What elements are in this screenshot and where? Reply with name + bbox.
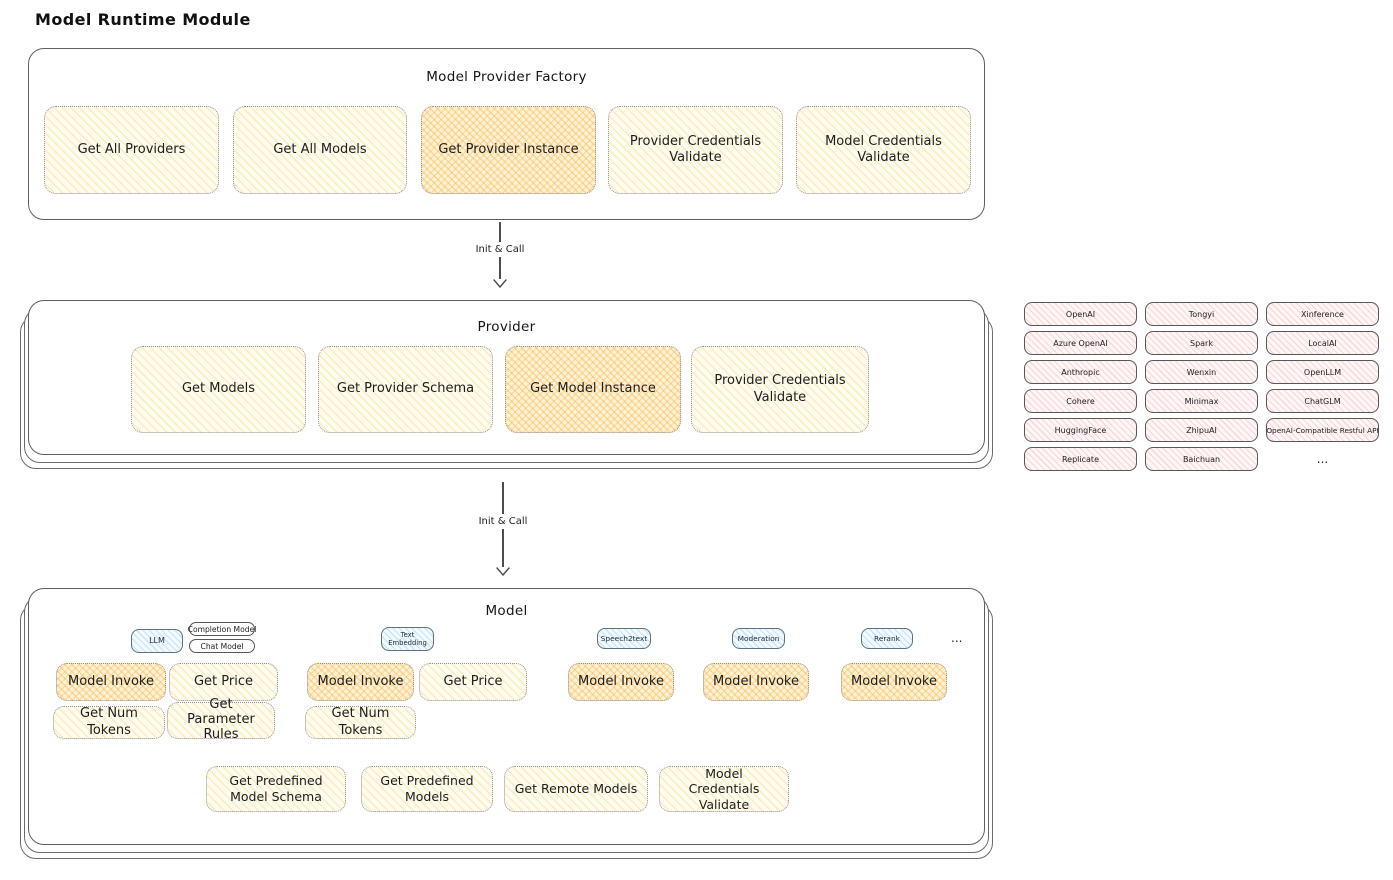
init-call-arrow-1: Init & Call xyxy=(455,222,545,296)
provider-chip: OpenLLM xyxy=(1266,360,1379,384)
provider-chip: Minimax xyxy=(1145,389,1258,413)
tab-llm: LLM xyxy=(131,629,183,653)
init-call-arrow-2: Init & Call xyxy=(458,482,548,582)
model-provider-factory-panel: Model Provider Factory Get All Providers… xyxy=(28,48,985,220)
model-credentials-validate-node: Model Credentials Validate xyxy=(659,766,789,812)
get-price-node: Get Price xyxy=(419,663,527,701)
get-parameter-rules-node: Get Parameter Rules xyxy=(167,697,275,742)
get-all-providers-node: Get All Providers xyxy=(44,106,219,194)
provider-chip: Wenxin xyxy=(1145,360,1258,384)
arrow-line xyxy=(502,482,504,514)
model-invoke-node: Model Invoke xyxy=(568,663,674,701)
provider-chip: ZhipuAI xyxy=(1145,418,1258,442)
arrow-line xyxy=(499,257,501,279)
get-provider-schema-node: Get Provider Schema xyxy=(318,346,493,433)
get-all-models-node: Get All Models xyxy=(233,106,407,194)
provider-chips-grid: OpenAI Tongyi Xinference Azure OpenAI Sp… xyxy=(1024,302,1379,471)
arrow-head-icon xyxy=(496,567,510,576)
arrow-line xyxy=(502,529,504,567)
get-price-node: Get Price xyxy=(169,663,278,701)
arrow-label: Init & Call xyxy=(478,516,528,527)
arrow-label: Init & Call xyxy=(475,244,525,255)
provider-chip: Spark xyxy=(1145,331,1258,355)
model-panel: Model LLM Completion Model Chat Model Te… xyxy=(28,588,985,845)
provider-panel: Provider Get Models Get Provider Schema … xyxy=(28,300,985,455)
tab-text-embedding: Text Embedding xyxy=(381,627,434,651)
get-predefined-models-node: Get Predefined Models xyxy=(361,766,493,812)
model-invoke-node: Model Invoke xyxy=(56,663,166,701)
provider-chip: OpenAI xyxy=(1024,302,1137,326)
provider-chip: Azure OpenAI xyxy=(1024,331,1137,355)
model-invoke-node: Model Invoke xyxy=(703,663,809,701)
provider-chip: Anthropic xyxy=(1024,360,1137,384)
provider-chip: LocalAI xyxy=(1266,331,1379,355)
tab-moderation: Moderation xyxy=(732,628,785,649)
provider-chip: Cohere xyxy=(1024,389,1137,413)
get-remote-models-node: Get Remote Models xyxy=(504,766,648,812)
model-credentials-validate-node: Model Credentials Validate xyxy=(796,106,971,194)
get-num-tokens-node: Get Num Tokens xyxy=(53,706,165,739)
provider-chip: HuggingFace xyxy=(1024,418,1137,442)
get-model-instance-node: Get Model Instance xyxy=(505,346,681,433)
provider-chip: Xinference xyxy=(1266,302,1379,326)
tab-rerank: Rerank xyxy=(861,628,913,649)
provider-title: Provider xyxy=(477,319,536,335)
model-title: Model xyxy=(485,603,528,619)
provider-credentials-validate-node: Provider Credentials Validate xyxy=(608,106,783,194)
provider-chip: ChatGLM xyxy=(1266,389,1379,413)
tab-completion-model: Completion Model xyxy=(188,622,256,636)
model-invoke-node: Model Invoke xyxy=(841,663,947,701)
provider-chip: Tongyi xyxy=(1145,302,1258,326)
arrow-line xyxy=(499,222,501,242)
get-models-node: Get Models xyxy=(131,346,306,433)
arrow-head-icon xyxy=(493,279,507,288)
diagram-title: Model Runtime Module xyxy=(35,10,251,29)
model-tabs-more-ellipsis: ... xyxy=(951,631,963,645)
model-invoke-node: Model Invoke xyxy=(307,663,414,701)
get-predefined-model-schema-node: Get Predefined Model Schema xyxy=(206,766,346,812)
provider-credentials-validate-node: Provider Credentials Validate xyxy=(691,346,869,433)
tab-speech2text: Speech2text xyxy=(597,628,651,649)
get-num-tokens-node: Get Num Tokens xyxy=(305,706,416,739)
provider-chip: Replicate xyxy=(1024,447,1137,471)
provider-chip: Baichuan xyxy=(1145,447,1258,471)
tab-chat-model: Chat Model xyxy=(189,639,255,653)
factory-title: Model Provider Factory xyxy=(426,69,587,85)
providers-more-ellipsis: ... xyxy=(1316,452,1329,466)
provider-chip: OpenAI-Compatible Restful API xyxy=(1266,418,1379,442)
get-provider-instance-node: Get Provider Instance xyxy=(421,106,596,194)
